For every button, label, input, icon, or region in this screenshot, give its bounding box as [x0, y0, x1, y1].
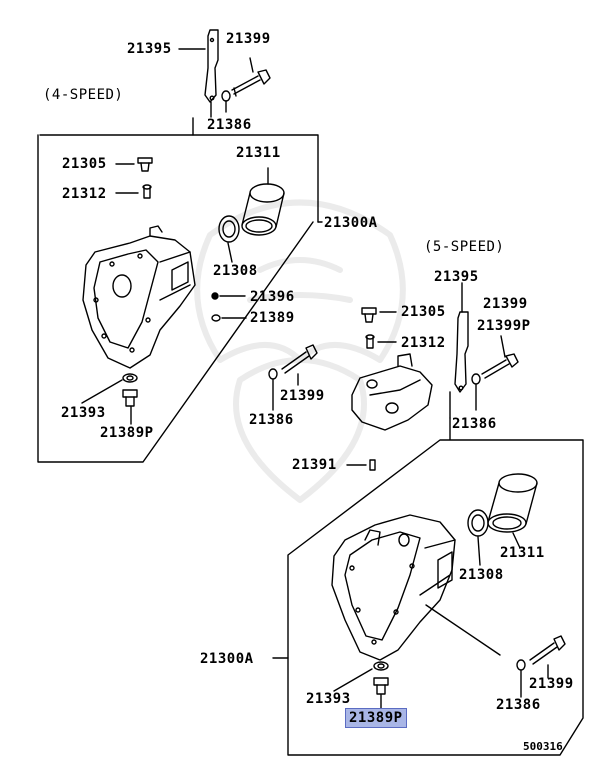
bolt-21399-b	[481, 353, 519, 379]
callout-21311-a[interactable]: 21311	[236, 145, 281, 161]
callout-21308-a[interactable]: 21308	[213, 263, 258, 279]
pin-21312-b	[365, 334, 375, 349]
bolt-21399-c	[529, 635, 566, 665]
callout-21399-top[interactable]: 21399	[226, 31, 271, 47]
callout-21300A-b[interactable]: 21300A	[200, 651, 254, 667]
plug-21389P-b	[373, 677, 389, 695]
figure-number: 500316	[523, 740, 563, 753]
callout-21312-a[interactable]: 21312	[62, 186, 107, 202]
pin-21391	[369, 459, 376, 471]
callout-21311-b[interactable]: 21311	[500, 545, 545, 561]
plug-21305-b	[361, 307, 377, 323]
washer-21386-b	[471, 373, 481, 385]
extension-housing-5speed	[351, 353, 433, 431]
bolt-21399-mid	[281, 344, 318, 374]
frame-4speed	[37, 117, 314, 463]
watermark-emblem	[194, 199, 406, 503]
callout-21399-mid[interactable]: 21399	[280, 388, 325, 404]
callout-21395-b[interactable]: 21395	[434, 269, 479, 285]
plug-21305-a	[137, 157, 153, 172]
pin-21312-a	[142, 184, 152, 199]
seal-21308-b	[467, 509, 489, 537]
callout-21399P-b[interactable]: 21399P	[477, 318, 531, 334]
callout-21393-b[interactable]: 21393	[306, 691, 351, 707]
callout-21389-a[interactable]: 21389	[250, 310, 295, 326]
plug-21389-a	[211, 314, 221, 322]
plug-21389P-a	[122, 389, 138, 407]
callout-21389P-a[interactable]: 21389P	[100, 425, 154, 441]
bolt-21399-top	[231, 69, 271, 97]
callout-21312-b[interactable]: 21312	[401, 335, 446, 351]
callout-21305-b[interactable]: 21305	[401, 304, 446, 320]
washer-21386-mid	[268, 368, 278, 380]
callout-21308-b[interactable]: 21308	[459, 567, 504, 583]
callout-21386-mid[interactable]: 21386	[249, 412, 294, 428]
seal-21308-a	[218, 215, 240, 243]
callout-21389P-b-highlighted[interactable]: 21389P	[345, 708, 407, 728]
ball-21396	[211, 292, 219, 300]
callout-21300A-a[interactable]: 21300A	[324, 215, 378, 231]
callout-21386-b[interactable]: 21386	[452, 416, 497, 432]
bushing-21311-a	[241, 183, 285, 236]
callout-21396[interactable]: 21396	[250, 289, 295, 305]
washer-21386-c	[516, 659, 526, 671]
strap-21395-top	[204, 29, 219, 103]
washer-21393-a	[122, 373, 138, 383]
header-5-speed: (5-SPEED)	[424, 239, 505, 255]
washer-21386-top	[221, 90, 231, 102]
callout-21395-top[interactable]: 21395	[127, 41, 172, 57]
callout-21399-b[interactable]: 21399	[483, 296, 528, 312]
strap-21395-b	[454, 311, 469, 393]
housing-4speed	[82, 225, 196, 369]
frame-5speed	[287, 417, 584, 756]
callout-21391[interactable]: 21391	[292, 457, 337, 473]
callout-21393-a[interactable]: 21393	[61, 405, 106, 421]
callout-21386-top[interactable]: 21386	[207, 117, 252, 133]
callout-21305-a[interactable]: 21305	[62, 156, 107, 172]
bushing-21311-b	[487, 473, 538, 533]
washer-21393-b	[373, 661, 389, 671]
housing-5speed	[331, 514, 456, 661]
header-4-speed: (4-SPEED)	[43, 87, 124, 103]
callout-21386-c[interactable]: 21386	[496, 697, 541, 713]
callout-21399-c[interactable]: 21399	[529, 676, 574, 692]
